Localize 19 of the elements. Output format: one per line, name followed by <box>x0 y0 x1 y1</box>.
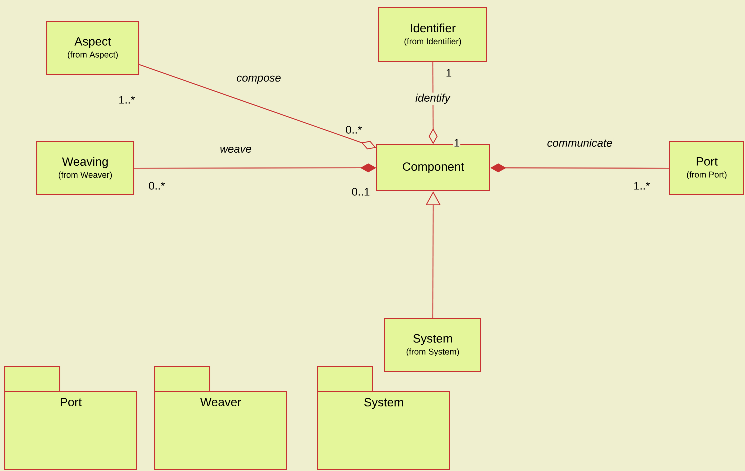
class-box: Identifier (from Identifier) <box>378 8 488 62</box>
edge-label: compose <box>236 74 282 86</box>
multiplicity-label: 0..* <box>148 182 166 190</box>
package-folder: Port <box>4 366 138 470</box>
association-line <box>134 164 376 173</box>
multiplicity-label: 1..* <box>118 96 136 104</box>
multiplicity-label: 0..* <box>345 126 363 134</box>
class-box: Aspect (from Aspect) <box>46 22 140 76</box>
multiplicity-label: 1..* <box>633 182 651 190</box>
package-folder: System <box>318 366 450 470</box>
association-line <box>428 62 438 144</box>
edge-label: identify <box>414 92 452 106</box>
class-box: System (from System) <box>384 318 482 372</box>
class-box: Weaving (from Weaver) <box>36 142 134 196</box>
association-line <box>490 164 670 173</box>
package-folder: Weaver <box>154 366 288 470</box>
multiplicity-label: 0..1 <box>351 188 371 196</box>
class-box: Port (from Port) <box>670 142 744 196</box>
association-line <box>139 64 376 150</box>
